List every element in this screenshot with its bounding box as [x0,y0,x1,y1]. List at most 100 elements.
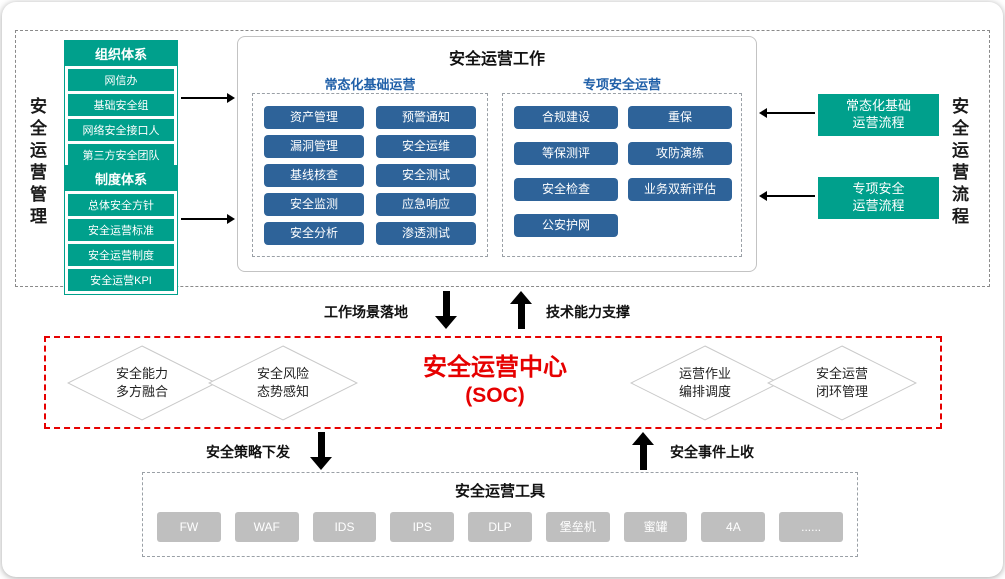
work-scene-landing-label: 工作场景落地 [324,304,408,320]
arrow-normal-flow-to-work [759,108,815,118]
normal-ops-button: 漏洞管理 [264,135,364,158]
ops-row: 安全分析渗透测试 [264,222,476,245]
flow-box-line: 常态化基础 [845,98,911,113]
ops-row: 资产管理预警通知 [264,106,476,129]
arrow-shaft [517,304,525,329]
soc-diamond-capability-fusion: 安全能力多方融合 [67,345,217,421]
tool-button: DLP [468,512,532,542]
normal-ops-flow-box: 常态化基础运营流程 [818,94,939,136]
arrow-policy-to-work [181,214,235,224]
org-system-item: 网络安全接口人 [68,119,174,141]
arrow-soc-to-work [510,291,532,329]
special-ops-button: 攻防演练 [628,142,732,165]
diamond-line: 运营作业 [678,366,731,382]
org-system-items: 网信办基础安全组网络安全接口人第三方安全团队 [65,66,177,169]
policy-system-title: 制度体系 [65,166,177,191]
arrow-head-left-icon [759,108,767,118]
diamond-text: 安全能力多方融合 [67,345,217,421]
special-ops-button: 公安护网 [514,214,618,237]
ops-row: 等保测评攻防演练 [514,142,732,165]
diamond-line: 多方融合 [115,384,168,399]
arrow-head-up-icon [632,432,654,445]
ops-row: 公安护网 [514,214,730,237]
left-vertical-label: 安全运营管理 [27,97,46,229]
arrow-special-flow-to-work [759,191,815,201]
normal-ops-button: 基线核查 [264,164,364,187]
diamond-text: 安全风险态势感知 [208,345,358,421]
normal-ops-header: 常态化基础运营 [324,77,416,92]
arrow-head-down-icon [435,316,457,329]
special-ops-grid: 合规建设重保等保测评攻防演练安全检查业务双新评估公安护网 [502,93,742,257]
soc-diamond-orchestration: 运营作业编排调度 [630,345,780,421]
tools-box-title: 安全运营工具 [454,483,545,500]
arrow-head-left-icon [759,191,767,201]
policy-system-item: 安全运营标准 [68,219,174,241]
tool-button: WAF [234,512,299,542]
soc-title: 安全运营中心 (SOC) [382,347,608,408]
diamond-shape-icon [67,345,217,421]
arrow-tools-to-soc [632,432,654,470]
arrow-head-right-icon [227,93,235,103]
diamond-line: 闭环管理 [815,384,868,399]
ops-row: 合规建设重保 [514,106,732,129]
flow-box-line: 运营流程 [852,114,905,130]
right-vertical-label: 安全运营流程 [949,97,968,229]
tool-button: 4A [701,512,766,542]
special-ops-button: 合规建设 [514,106,618,129]
ops-row: 安全检查业务双新评估 [514,178,732,201]
diamond-shape-icon [767,345,917,421]
policy-dispatch-label: 安全策略下发 [206,444,290,460]
arrow-org-to-work [181,93,235,103]
policy-system-items: 总体安全方针安全运营标准安全运营制度安全运营KPI [65,191,177,294]
soc-box-frame [44,336,942,429]
policy-system-item: 安全运营KPI [68,269,174,291]
policy-system-block: 制度体系 总体安全方针安全运营标准安全运营制度安全运营KPI [64,165,178,295]
diamond-text: 运营作业编排调度 [630,345,780,421]
policy-system-item: 安全运营制度 [68,244,174,266]
special-ops-button: 业务双新评估 [628,178,732,201]
normal-ops-button: 安全运维 [376,135,476,158]
arrow-shaft [639,445,647,470]
diamond-text: 安全运营闭环管理 [767,345,917,421]
flow-box-line: 运营流程 [852,197,905,213]
soc-title-line1: 安全运营中心 [423,354,567,381]
special-ops-button: 重保 [628,106,732,129]
arrow-head-right-icon [227,214,235,224]
org-system-title: 组织体系 [65,41,177,66]
org-system-item: 第三方安全团队 [68,144,174,166]
policy-system-item: 总体安全方针 [68,194,174,216]
diamond-line: 安全能力 [115,366,168,382]
special-ops-button: 等保测评 [514,142,618,165]
diamond-line: 编排调度 [678,384,731,399]
security-operations-work-box: 安全运营工作 常态化基础运营 专项安全运营 资产管理预警通知漏洞管理安全运维基线… [237,36,757,272]
normal-ops-grid: 资产管理预警通知漏洞管理安全运维基线核查安全测试安全监测应急响应安全分析渗透测试 [252,93,488,257]
soc-title-line2: (SOC) [465,384,525,407]
normal-ops-button: 安全分析 [264,222,364,245]
soc-diamond-risk-awareness: 安全风险态势感知 [208,345,358,421]
diamond-line: 态势感知 [256,384,309,399]
diamond-line: 安全风险 [256,366,309,382]
diamond-shape-icon [208,345,358,421]
arrow-head-up-icon [510,291,532,304]
flow-box-line: 专项安全 [852,181,905,196]
special-ops-flow-box: 专项安全运营流程 [818,177,939,219]
arrow-shaft [181,97,227,99]
normal-ops-button: 渗透测试 [376,222,476,245]
tool-button: IDS [312,512,377,542]
top-section-frame [15,30,990,287]
normal-ops-button: 资产管理 [264,106,364,129]
event-collection-label: 安全事件上收 [670,444,754,460]
normal-ops-button: 安全测试 [376,164,476,187]
tool-button: ...... [779,512,844,542]
ops-row: 漏洞管理安全运维 [264,135,476,158]
normal-ops-button: 应急响应 [376,193,476,216]
tool-button: IPS [390,512,455,542]
arrow-work-to-soc [435,291,457,329]
diamond-line: 安全运营 [815,366,868,382]
work-box-title: 安全运营工作 [448,51,545,68]
diamond-shape-icon [630,345,780,421]
tool-button: FW [157,512,221,542]
